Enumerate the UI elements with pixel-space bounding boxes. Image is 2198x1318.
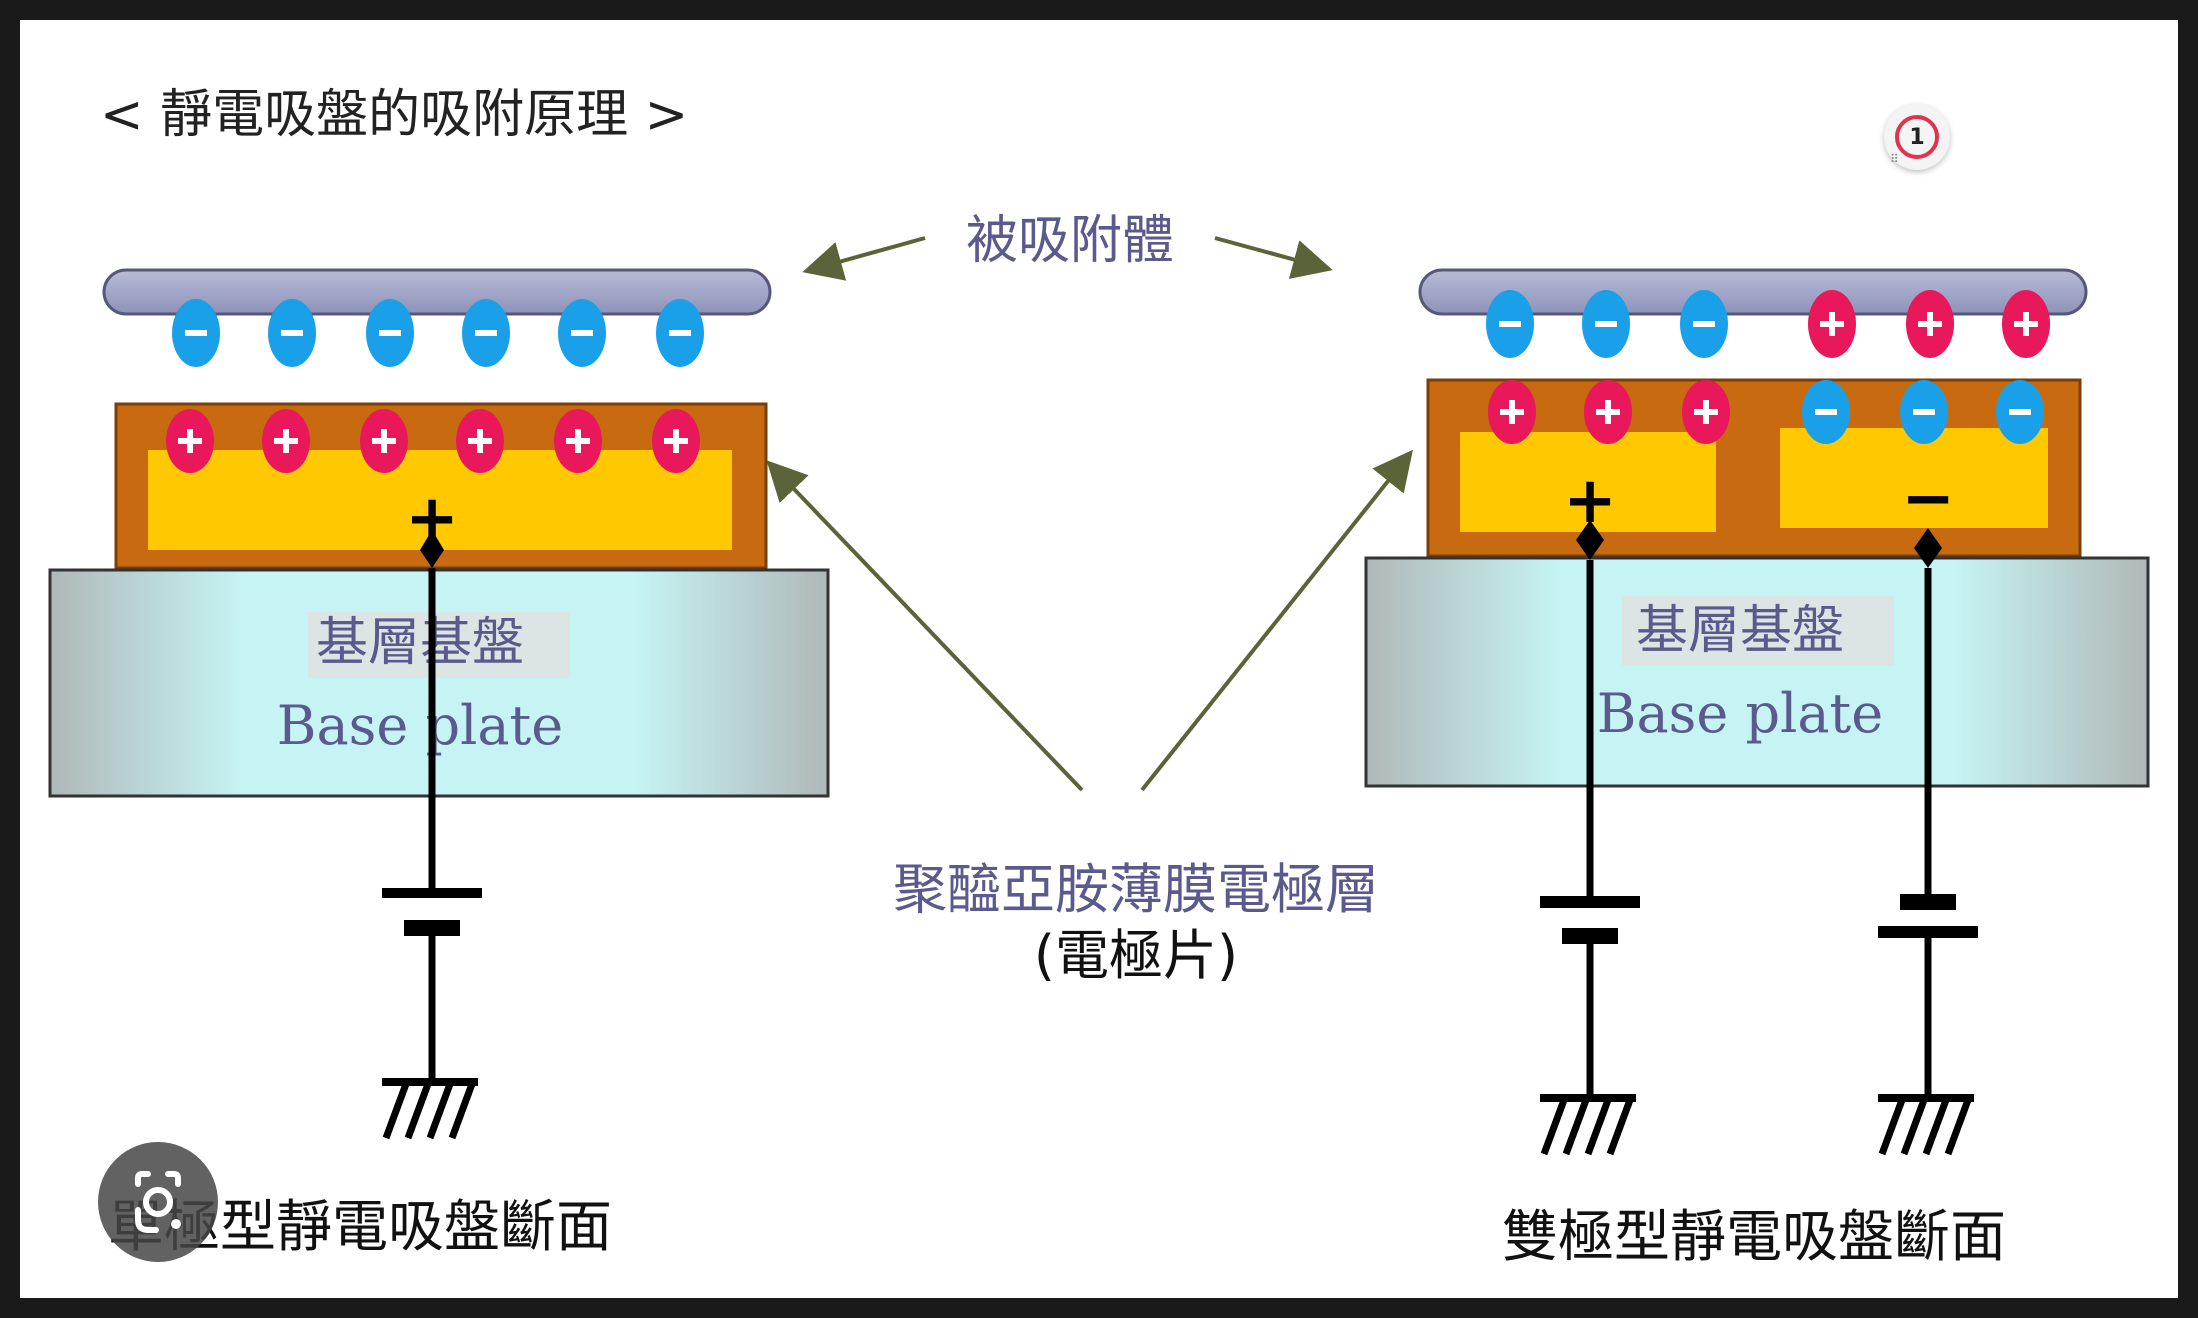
right-panel: 基層基盤 Base plate + <box>1364 268 2150 1270</box>
left-terminal <box>420 530 444 568</box>
right-base-plate <box>1364 556 2150 788</box>
negative-charge <box>1900 380 1948 444</box>
esc-diagram-svg: < 靜電吸盤的吸附原理 > 被吸附體 基層基盤 Base plate <box>48 85 2150 1270</box>
positive-charge <box>652 409 700 473</box>
positive-charge <box>166 409 214 473</box>
right-electrode-charges <box>1488 380 2044 444</box>
negative-charge <box>656 299 704 367</box>
left-base-en-label: Base plate <box>277 694 563 757</box>
electrode-layer-label: 聚醯亞胺薄膜電極層 <box>893 858 1379 921</box>
right-battery-positive-short-plate <box>1562 928 1618 944</box>
positive-charge <box>1906 290 1954 358</box>
negative-charge <box>558 299 606 367</box>
diagram-frame: < 靜電吸盤的吸附原理 > 被吸附體 基層基盤 Base plate <box>20 20 2178 1298</box>
google-lens-icon <box>135 1171 181 1233</box>
adsorbed-object-label: 被吸附體 <box>966 211 1174 271</box>
drag-handle-icon[interactable]: ⠿ <box>1890 152 1899 166</box>
right-base-en-label: Base plate <box>1597 682 1883 745</box>
right-battery-negative-long-plate <box>1878 926 1978 938</box>
right-electrode-negative <box>1780 428 2048 528</box>
negative-charge <box>462 299 510 367</box>
right-base-cn-label: 基層基盤 <box>1636 601 1844 661</box>
right-battery-positive-long-plate <box>1540 896 1640 908</box>
arrow-to-right-wafer <box>1214 236 1333 279</box>
right-terminal-negative <box>1914 528 1942 568</box>
left-electrode-positive-charges <box>166 409 700 473</box>
left-panel: 基層基盤 Base plate + <box>48 268 830 1260</box>
right-base-label-bg <box>1622 596 1894 666</box>
negative-charge <box>366 299 414 367</box>
positive-charge <box>1584 380 1632 444</box>
right-ground-symbol-negative <box>1878 1094 1974 1156</box>
right-ground-symbol-positive <box>1540 1094 1636 1156</box>
electrode-layer-sublabel: (電極片) <box>1034 924 1238 987</box>
negative-charge <box>172 299 220 367</box>
left-battery-short-plate <box>404 920 460 936</box>
positive-charge <box>554 409 602 473</box>
right-terminal-positive <box>1576 520 1604 560</box>
negative-charge <box>1996 380 2044 444</box>
annotation-badge[interactable]: 1 ⠿ <box>1884 104 1950 170</box>
right-electrode-sign-negative: − <box>1901 462 1955 536</box>
negative-charge <box>268 299 316 367</box>
negative-charge <box>1486 290 1534 358</box>
badge-number: 1 <box>1895 115 1939 159</box>
left-wafer <box>102 268 772 316</box>
diagram-title: < 靜電吸盤的吸附原理 > <box>100 85 688 145</box>
left-wafer-negative-charges <box>172 299 704 367</box>
positive-charge <box>1488 380 1536 444</box>
negative-charge <box>1582 290 1630 358</box>
left-base-plate <box>48 568 830 798</box>
right-wafer-charges <box>1486 290 2050 358</box>
positive-charge <box>360 409 408 473</box>
negative-charge <box>1802 380 1850 444</box>
right-caption: 雙極型靜電吸盤斷面 <box>1502 1205 2006 1270</box>
positive-charge <box>2002 290 2050 358</box>
left-base-cn-label: 基層基盤 <box>316 613 524 673</box>
positive-charge <box>1682 380 1730 444</box>
right-electrode-positive <box>1460 432 1716 532</box>
arrow-to-left-wafer <box>802 236 926 281</box>
positive-charge <box>262 409 310 473</box>
arrow-to-right-electrode <box>1140 449 1413 792</box>
arrow-to-left-electrode <box>766 460 1084 792</box>
left-ground-symbol <box>382 1078 478 1140</box>
left-electrode <box>148 450 732 550</box>
right-battery-negative-short-plate <box>1900 894 1956 910</box>
left-base-label-bg <box>308 612 570 678</box>
google-lens-button[interactable] <box>98 1142 218 1262</box>
positive-charge <box>456 409 504 473</box>
positive-charge <box>1808 290 1856 358</box>
negative-charge <box>1680 290 1728 358</box>
left-battery-long-plate <box>382 888 482 898</box>
